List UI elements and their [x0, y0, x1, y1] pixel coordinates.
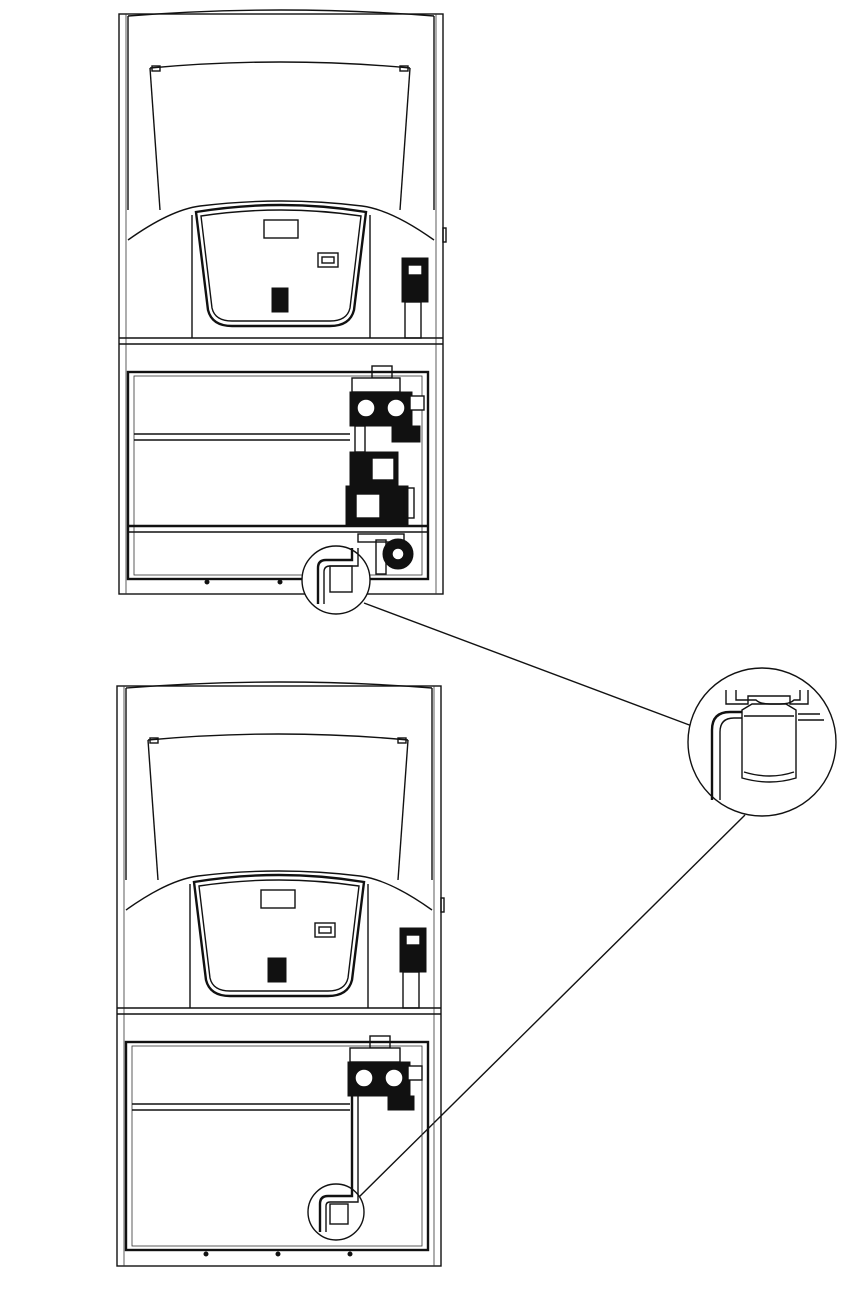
- upper-display-screen: [263, 219, 299, 239]
- lower-top-panel: [125, 681, 433, 689]
- upper-top-panel: [127, 9, 435, 17]
- upper-cabinet-frame: [118, 13, 444, 595]
- upper-cabinet: [118, 9, 447, 615]
- lower-indicator: [314, 922, 336, 938]
- lower-cabinet: [116, 681, 445, 1267]
- upper-drain-pipe: [316, 548, 354, 604]
- upper-trap: [329, 565, 353, 593]
- detail-circle: [687, 667, 837, 817]
- lower-display-screen: [260, 889, 296, 909]
- lower-cabinet-frame: [116, 685, 442, 1267]
- lower-callout-circle: [307, 1183, 365, 1241]
- upper-valve-assembly: [345, 365, 425, 575]
- lower-valve-assembly: [347, 1035, 423, 1111]
- lower-lower-compartment: [124, 1040, 430, 1252]
- detail-pipe: [710, 710, 742, 800]
- lower-trap: [329, 1203, 349, 1225]
- upper-vent-grille: [271, 287, 289, 313]
- upper-indicator: [317, 252, 339, 268]
- lower-control-housing: [125, 870, 433, 911]
- callout-leader-lower: [353, 814, 746, 1203]
- lower-vent-grille: [267, 957, 287, 983]
- lower-display-bezel: [192, 873, 366, 998]
- upper-display-bezel: [194, 203, 368, 328]
- detail-trap-body: [741, 703, 797, 783]
- upper-callout-circle: [301, 545, 371, 615]
- magnified-detail: [687, 667, 837, 817]
- upper-lower-compartment: [126, 370, 430, 581]
- callout-leader-upper: [363, 602, 693, 727]
- upper-control-housing: [127, 200, 435, 241]
